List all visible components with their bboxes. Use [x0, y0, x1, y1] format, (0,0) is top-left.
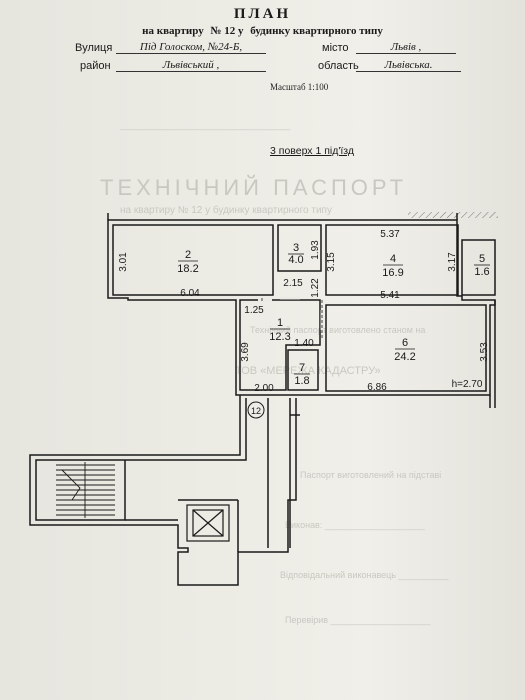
dimension-label: 3.53 [479, 342, 490, 362]
dimension-label: 3.01 [118, 252, 129, 272]
room-1-id: 1 [277, 317, 283, 329]
dimension-label: 1.22 [310, 278, 321, 298]
district-label: район [80, 60, 111, 72]
room-2-walls [112, 224, 274, 296]
subtitle-suffix: будинку квартирного типу [250, 25, 383, 37]
dimension-label: 6.04 [180, 288, 200, 299]
room-3-area: 4.0 [288, 254, 303, 266]
room-6-walls [325, 304, 487, 392]
elevator-shaft [186, 504, 230, 542]
elevator-car [192, 509, 224, 537]
room-6-area: 24.2 [394, 351, 415, 363]
city-label: місто [322, 42, 349, 54]
street-label: Вулиця [75, 42, 113, 54]
room-4-walls [325, 224, 459, 296]
room-2-area: 18.2 [177, 263, 198, 275]
room-7-id: 7 [299, 362, 305, 374]
dimension-label: 1.25 [244, 305, 264, 316]
dimension-label: 5.41 [380, 290, 400, 301]
subtitle-prefix: на квартиру [142, 25, 204, 37]
scale-label: Масштаб 1:100 [270, 82, 329, 92]
city-value: Львів , [356, 41, 456, 54]
region-value: Львівська. [356, 59, 461, 72]
room-3-id: 3 [293, 242, 299, 254]
room-6-id: 6 [402, 337, 408, 349]
district-value: Львівський , [116, 59, 266, 72]
room-5-walls [461, 239, 496, 296]
room-7-area: 1.8 [294, 375, 309, 387]
dimension-label: 3.17 [447, 252, 458, 272]
apartment-outer-wall [107, 219, 496, 396]
room-4-area: 16.9 [382, 267, 403, 279]
stair-arrow [61, 469, 81, 501]
street-value: Під Голоском, №24-Б, [116, 41, 266, 54]
dimension-label: 3.69 [240, 342, 251, 362]
floor-info: 3 поверх 1 під'їзд [270, 145, 355, 157]
region-label: область [318, 60, 359, 72]
common-hall-inner [35, 398, 247, 521]
plan-subtitle: на квартиру № 12 у будинку квартирного т… [0, 25, 525, 37]
adjacent-wall-hatch [408, 212, 498, 218]
apartment-number: № 12 у [210, 25, 244, 37]
room-7-walls [287, 349, 319, 391]
room-2-id: 2 [185, 249, 191, 261]
apartment-marker-circle [247, 401, 265, 419]
ceiling-height: h=2.70 [452, 379, 483, 390]
dimension-label: 2.15 [283, 278, 303, 289]
dimension-label: 2.00 [254, 383, 274, 394]
plan-title: ПЛАН [233, 6, 292, 22]
dimension-label: 6.86 [367, 382, 387, 393]
room-5-area: 1.6 [474, 266, 489, 278]
dimension-label: 3.15 [326, 252, 337, 272]
common-hall-walls [29, 395, 297, 586]
room-4-id: 4 [390, 253, 396, 265]
room-3-walls [277, 224, 322, 272]
dimension-label: 1.40 [294, 338, 314, 349]
dimension-label: 1.93 [310, 240, 321, 260]
room-1-walls [239, 299, 321, 391]
apartment-marker: 12 [251, 406, 261, 416]
elevator-cross [192, 509, 224, 537]
dimension-label: 5.37 [380, 229, 400, 240]
room-1-area: 12.3 [269, 331, 290, 343]
room-5-id: 5 [479, 253, 485, 265]
